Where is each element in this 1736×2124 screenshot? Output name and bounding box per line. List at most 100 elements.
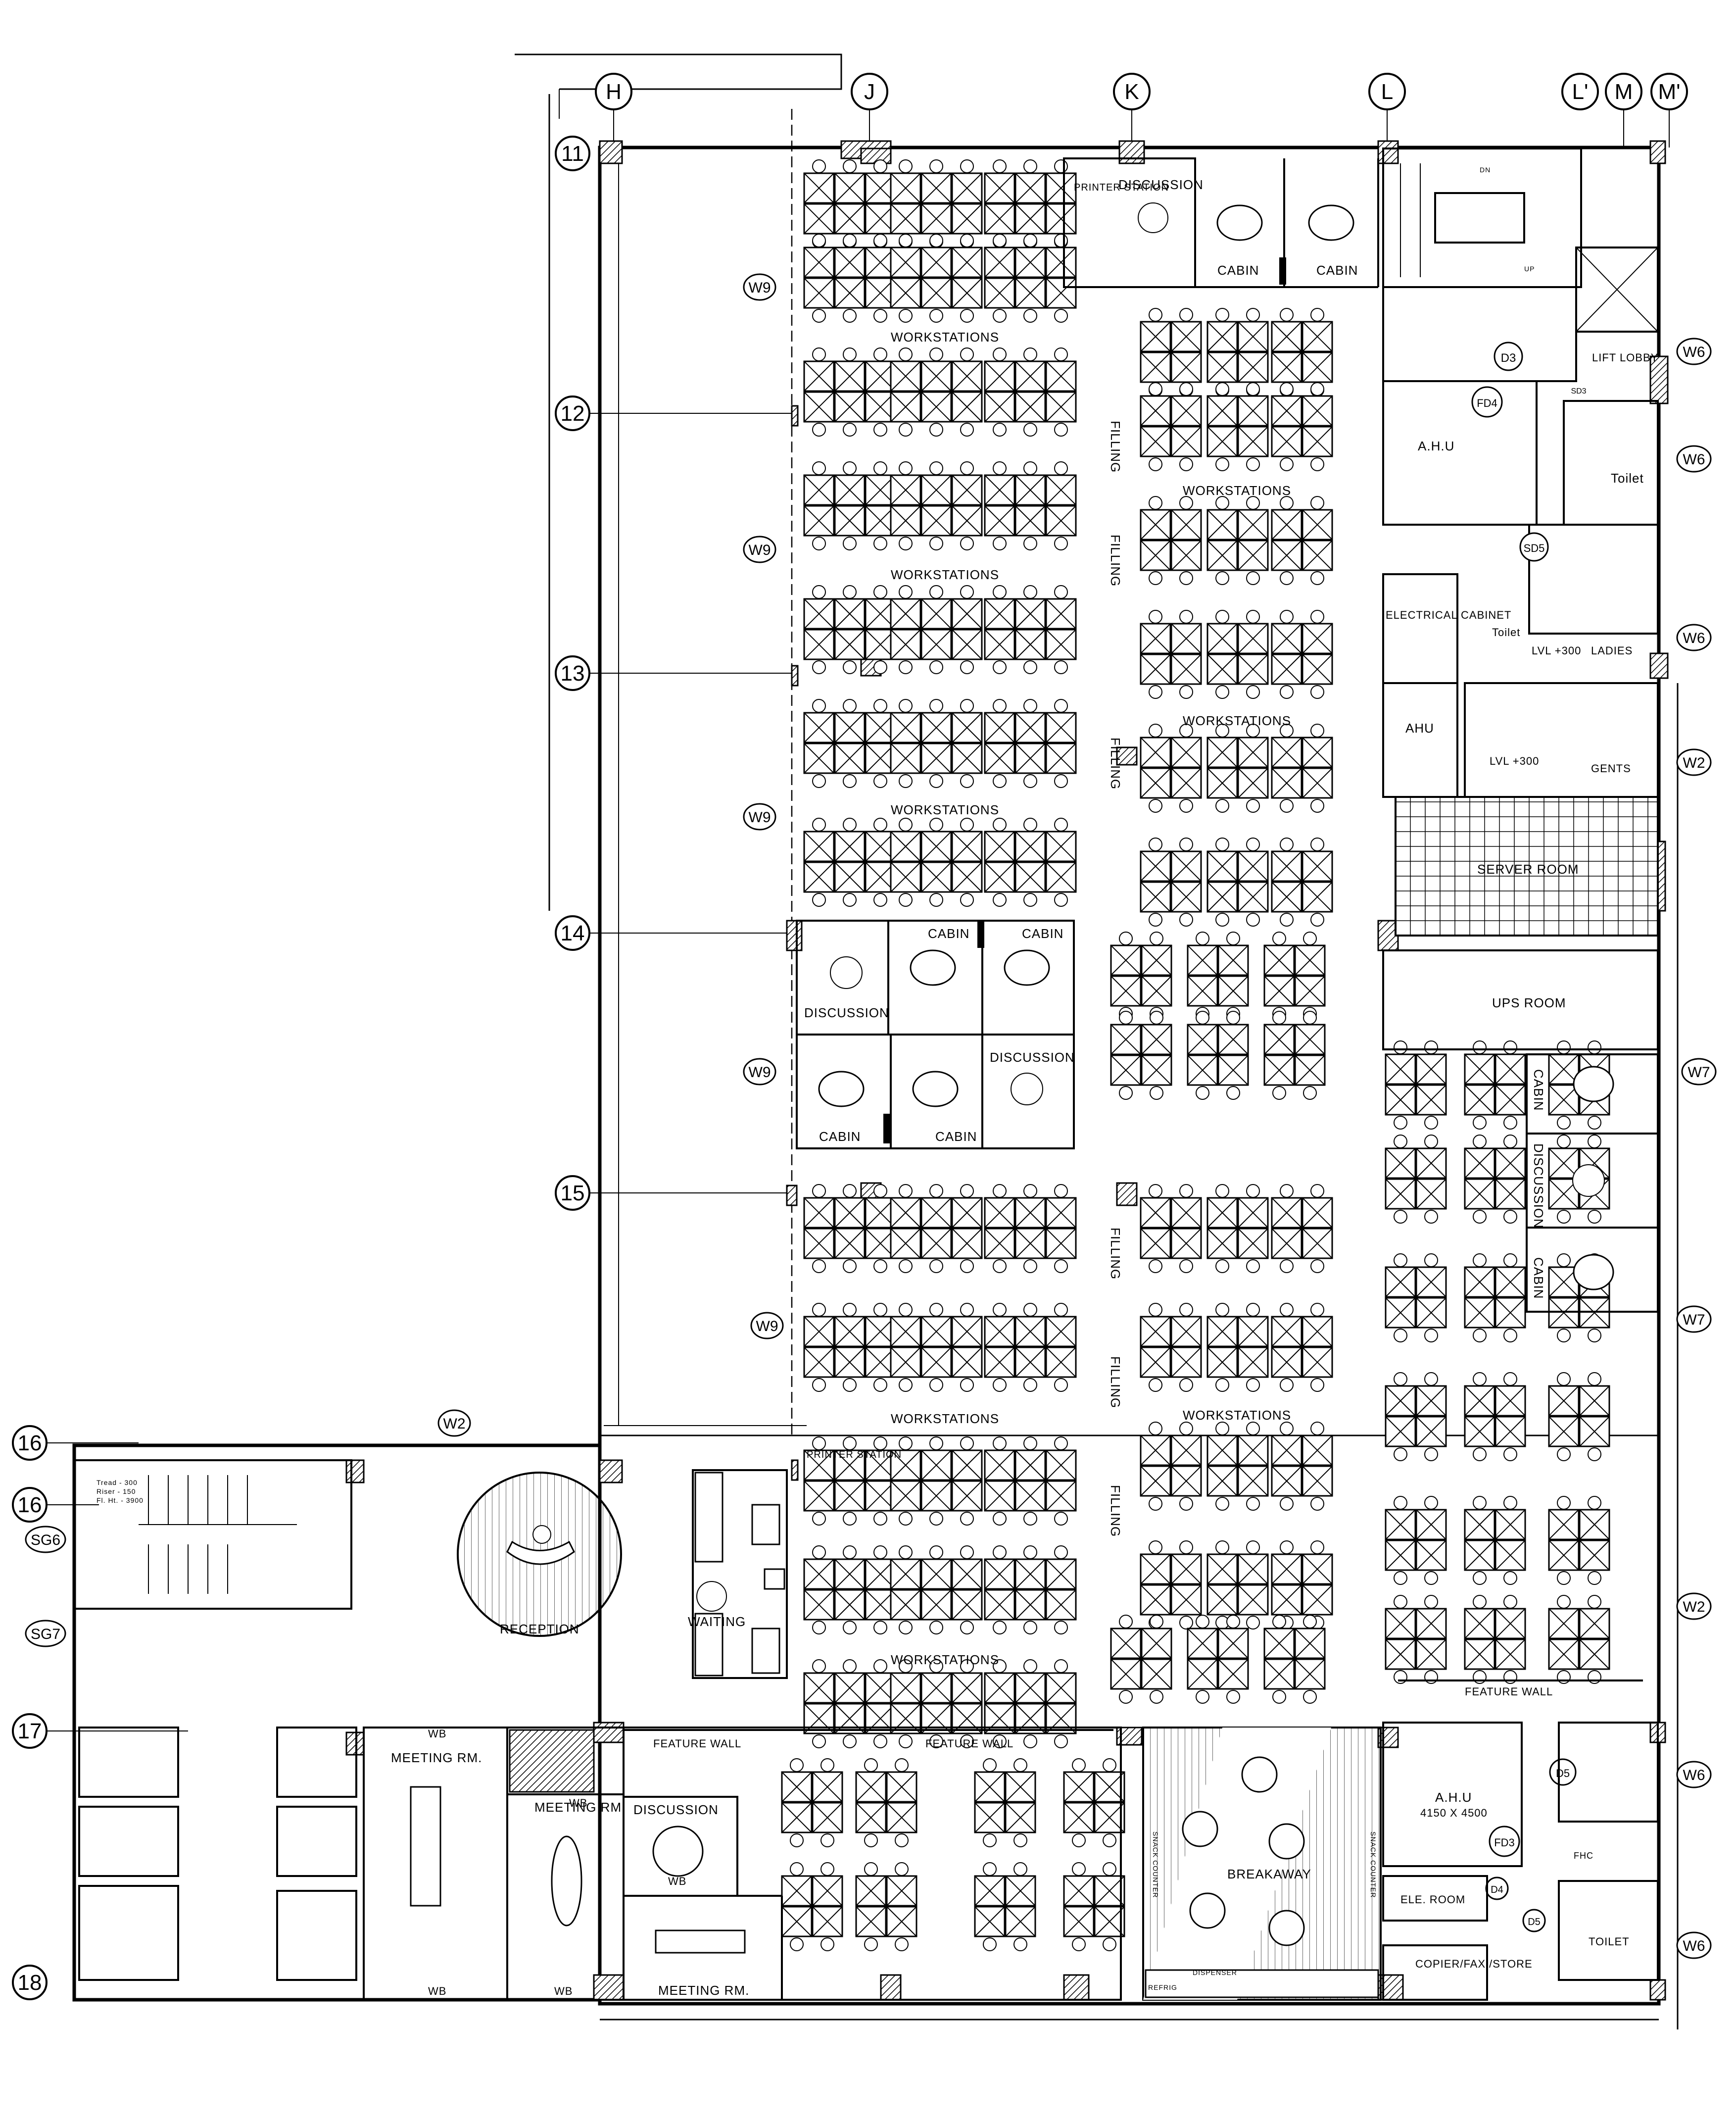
workstation-cluster — [1206, 610, 1269, 699]
label-stair-dn: DN — [1480, 166, 1491, 174]
grid-row-16a: 16 — [18, 1431, 42, 1455]
label-ahu-mid: AHU — [1405, 721, 1434, 736]
door-tag-d3: D3 — [1501, 351, 1516, 365]
workstation-cluster — [1464, 1595, 1526, 1684]
label-electrical-cabinet: ELECTRICAL CABINET — [1386, 609, 1511, 621]
workstation-cluster — [890, 1303, 983, 1392]
label-wb-2: WB — [428, 1985, 446, 1997]
label-filling-4: FILLING — [1108, 1228, 1123, 1280]
label-toilet-3: TOILET — [1589, 1935, 1630, 1948]
workstation-cluster — [984, 1303, 1077, 1392]
label-meeting-rm-2: MEETING RM. — [534, 1800, 626, 1815]
label-meeting-rm-3: MEETING RM. — [658, 1983, 749, 1998]
workstation-cluster — [1385, 1040, 1447, 1130]
workstation-cluster — [1271, 724, 1333, 813]
workstation-cluster — [1206, 1184, 1269, 1273]
workstation-cluster — [1271, 1184, 1333, 1273]
wall-tag-sg7: SG7 — [31, 1626, 60, 1642]
label-ladies: LADIES — [1591, 644, 1633, 657]
label-cabin-top-2: CABIN — [1316, 263, 1358, 278]
workstation-cluster — [1263, 1615, 1326, 1704]
workstation-cluster — [1464, 1372, 1526, 1461]
label-cabin-mid-1: CABIN — [928, 926, 969, 941]
workstation-cluster — [1206, 724, 1269, 813]
label-ahu-lower: A.H.U — [1435, 1790, 1472, 1805]
workstation-cluster — [803, 818, 896, 907]
workstation-cluster — [890, 461, 983, 550]
label-discussion-mid-2: DISCUSSION — [990, 1050, 1075, 1065]
workstation-cluster — [1206, 382, 1269, 471]
workstation-cluster — [1271, 838, 1333, 927]
label-cabin-mid-2: CABIN — [1022, 926, 1063, 941]
label-lift-lobby: LIFT LOBBY — [1592, 351, 1658, 364]
meeting-rooms — [363, 1727, 1122, 2001]
workstation-cluster — [803, 585, 896, 674]
label-cabin-top-1: CABIN — [1217, 263, 1259, 278]
label-wb-4: WB — [668, 1875, 686, 1887]
door-tag-sd5: SD5 — [1524, 542, 1545, 554]
workstation-cluster — [984, 585, 1077, 674]
workstation-cluster — [1206, 308, 1269, 397]
label-workstations-5: WORKSTATIONS — [891, 802, 999, 817]
workstation-cluster — [1206, 1422, 1269, 1511]
workstation-cluster — [803, 1659, 896, 1748]
workstation-cluster — [984, 234, 1077, 323]
workstation-cluster — [803, 347, 896, 437]
wall-tag-w9-5: W9 — [756, 1318, 778, 1334]
label-snack-counter-1: SNACK COUNTER — [1152, 1831, 1159, 1898]
wall-tag-w2-1: W2 — [443, 1416, 466, 1432]
workstation-cluster — [984, 1545, 1077, 1634]
workstation-cluster — [890, 585, 983, 674]
label-discussion-mid-1: DISCUSSION — [804, 1005, 889, 1020]
workstation-cluster — [1206, 1303, 1269, 1392]
workstation-cluster — [1548, 1496, 1610, 1585]
label-cabin-mid-3: CABIN — [819, 1129, 861, 1144]
workstation-cluster — [803, 1545, 896, 1634]
workstation-cluster — [974, 1862, 1036, 1951]
workstation-cluster — [890, 818, 983, 907]
wall-tag-w2-3: W2 — [1683, 1599, 1705, 1615]
workstation-cluster — [1110, 1615, 1172, 1704]
label-discussion-bottom: DISCUSSION — [633, 1802, 719, 1817]
workstation-cluster — [984, 1659, 1077, 1748]
door-tag-fd4: FD4 — [1477, 397, 1497, 409]
grid-col-j: J — [864, 80, 875, 104]
workstation-cluster — [1140, 610, 1202, 699]
wall-tag-w6-3: W6 — [1683, 630, 1705, 646]
label-workstations-8: WORKSTATIONS — [891, 1652, 999, 1667]
workstation-cluster — [803, 1436, 896, 1526]
workstation-cluster — [1140, 382, 1202, 471]
label-cabin-right-2: CABIN — [1531, 1257, 1546, 1299]
label-ups-room: UPS ROOM — [1492, 995, 1566, 1010]
workstation-cluster — [890, 699, 983, 788]
wall-tag-sg6: SG6 — [31, 1532, 60, 1548]
workstation-cluster — [984, 461, 1077, 550]
workstation-cluster — [1110, 1011, 1172, 1100]
workstation-cluster — [984, 818, 1077, 907]
wall-tag-w6-4: W6 — [1683, 1767, 1705, 1783]
workstation-cluster — [803, 1184, 896, 1273]
workstation-cluster — [1385, 1253, 1447, 1342]
wall-tags: W9 W9 W9 W9 W9 W2 W6 W6 W6 W2 W7 W7 W2 W… — [25, 273, 1717, 1959]
right-cabins — [1526, 1053, 1659, 1313]
workstation-cluster — [1548, 1595, 1610, 1684]
lower-left-core — [73, 1459, 357, 1981]
label-meeting-rm-1: MEETING RM. — [391, 1750, 482, 1765]
wall-tag-w2-2: W2 — [1683, 755, 1705, 771]
grid-col-l: L — [1381, 80, 1393, 104]
workstation-cluster — [1385, 1496, 1447, 1585]
workstation-cluster — [1271, 1422, 1333, 1511]
door-tag-sd3: SD3 — [1571, 387, 1586, 395]
label-toilet-2: Toilet — [1492, 626, 1520, 639]
workstation-cluster — [1464, 1135, 1526, 1224]
workstation-cluster — [803, 461, 896, 550]
label-gents: GENTS — [1591, 762, 1631, 775]
door-tag-d5-2: D5 — [1528, 1917, 1541, 1927]
workstation-cluster — [1206, 1540, 1269, 1630]
workstation-cluster — [1271, 1303, 1333, 1392]
wall-tag-w9-1: W9 — [749, 280, 771, 296]
grid-rows: 11 12 13 14 15 16 16 17 18 — [12, 136, 794, 2000]
workstation-cluster — [803, 699, 896, 788]
workstation-cluster — [1140, 1422, 1202, 1511]
reception-area — [457, 1469, 788, 1679]
